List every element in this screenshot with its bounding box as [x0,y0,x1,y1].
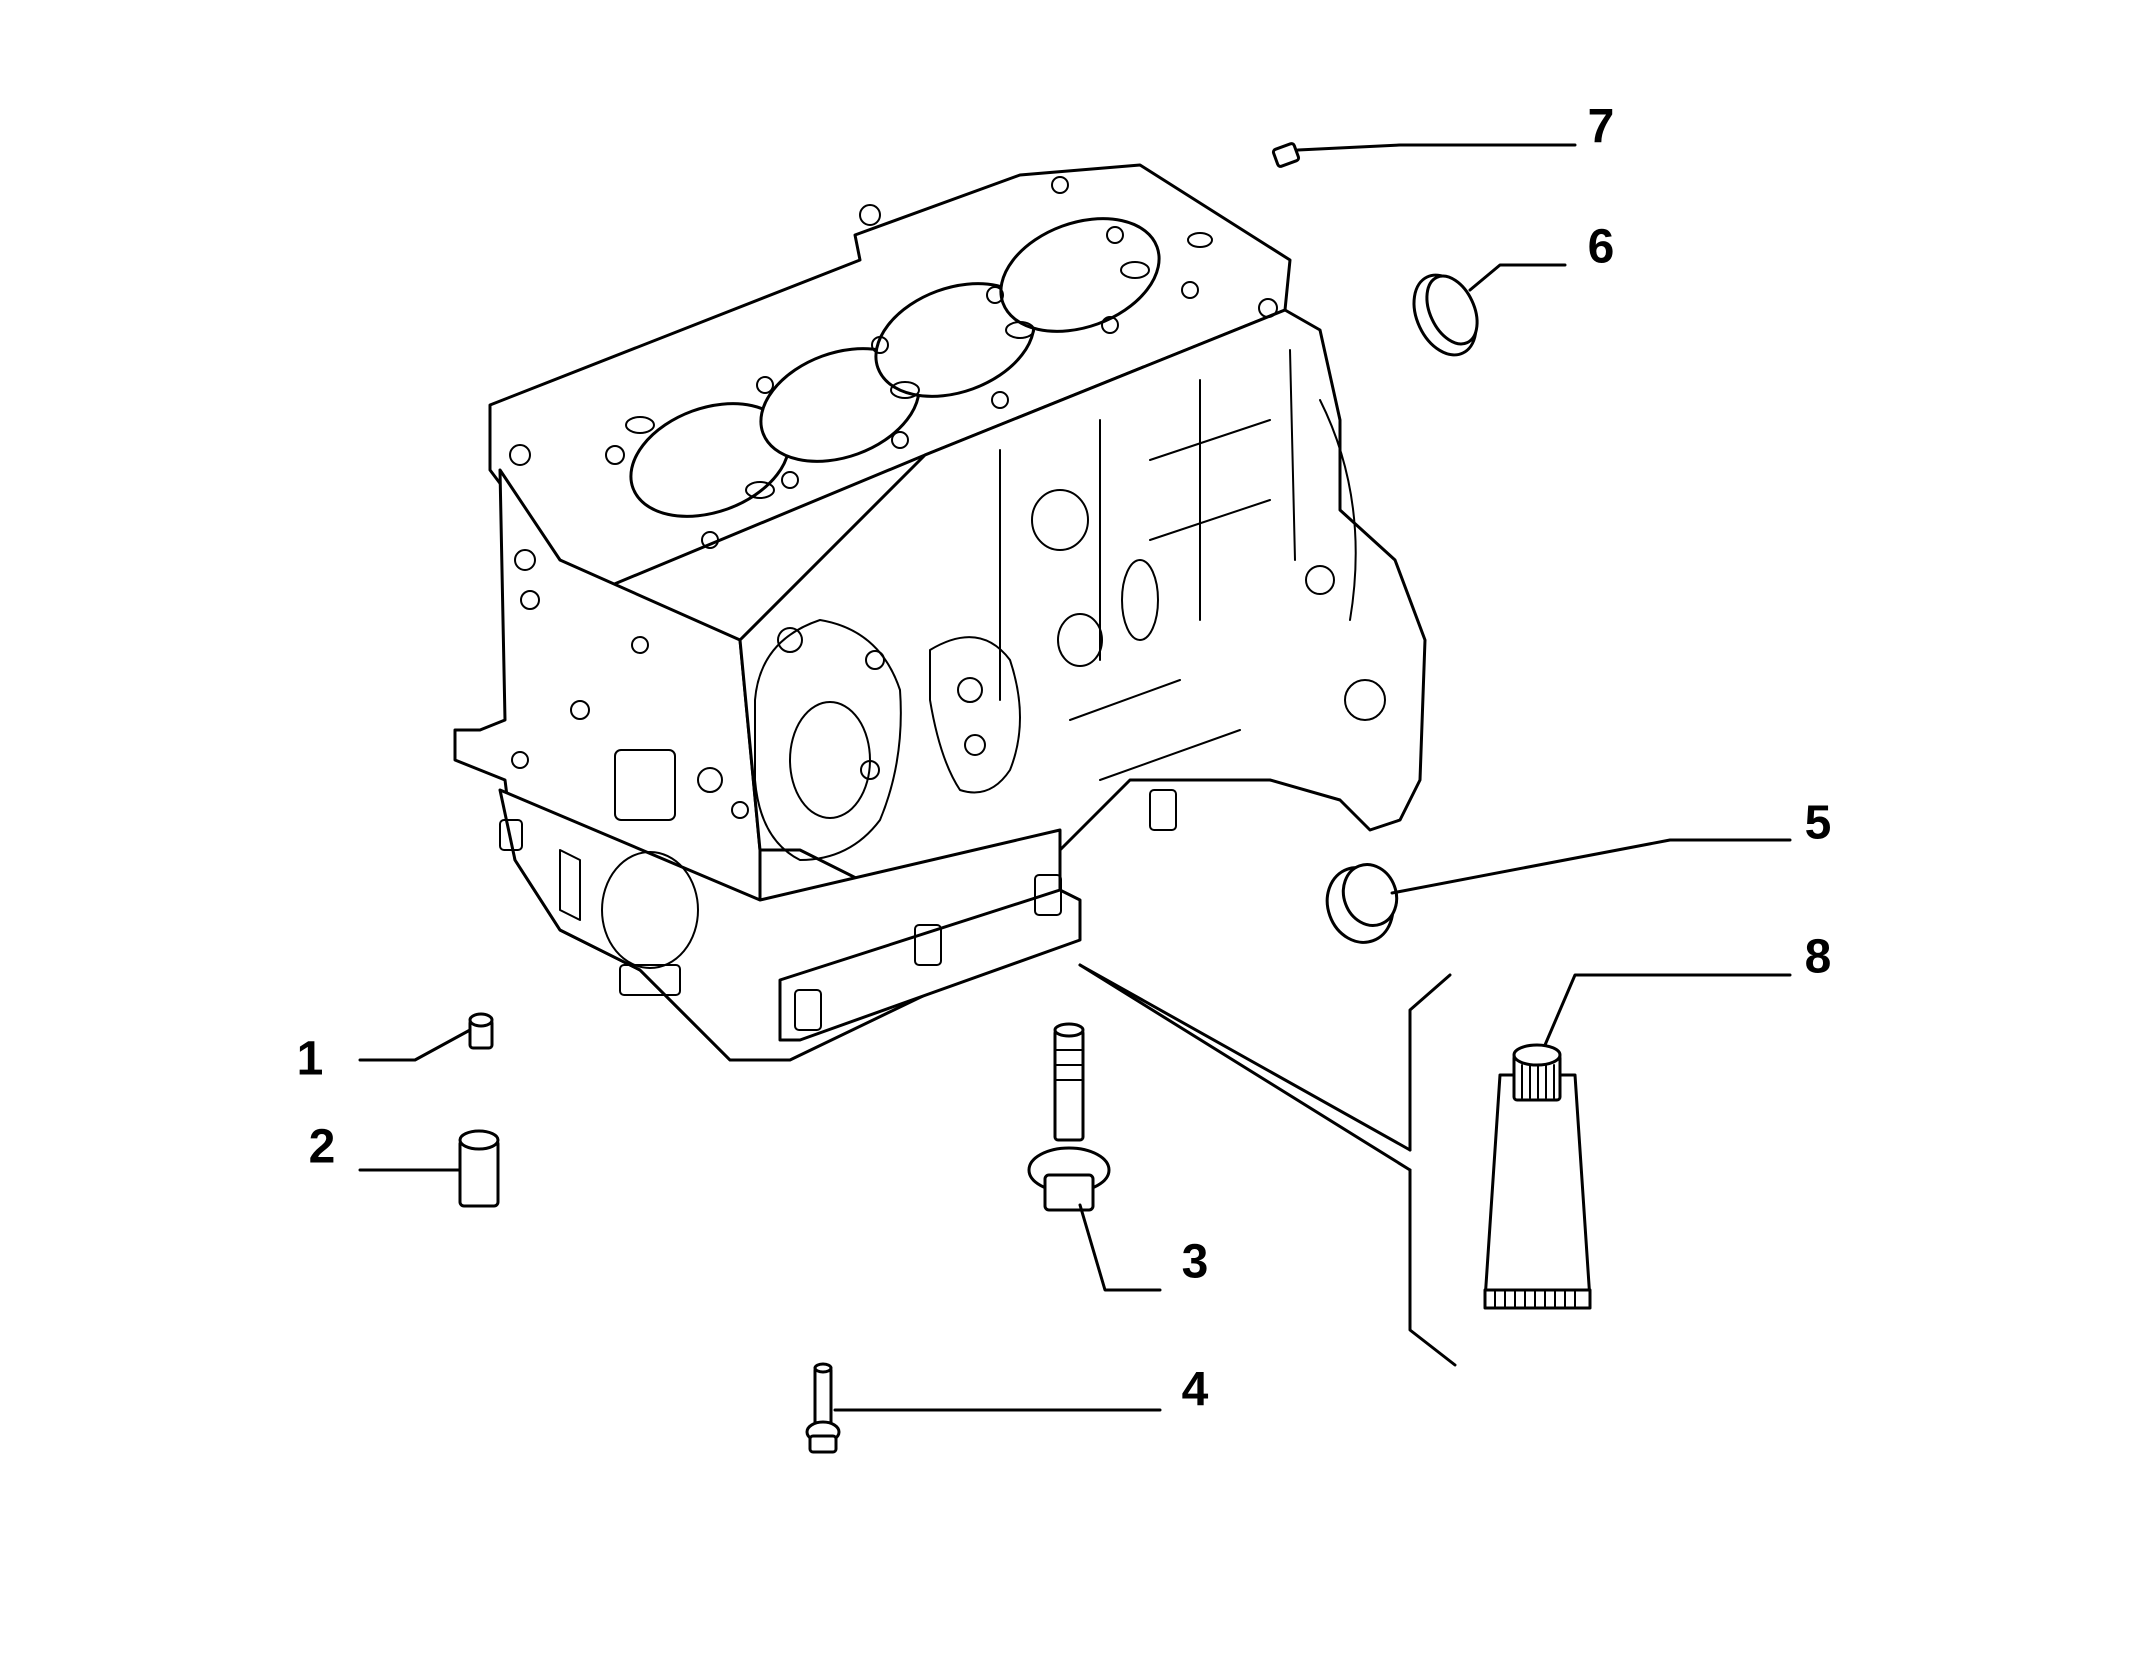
callout-7: 7 [1588,101,1615,154]
dowel-pin-small [468,1012,494,1050]
main-bearing-bolt [1027,1022,1111,1212]
engine-block [453,163,1427,1062]
callout-6: 6 [1588,221,1615,274]
sealant-tube [1483,1043,1592,1310]
expansion-plug-large [1325,863,1399,944]
callout-8: 8 [1805,931,1832,984]
callout-1: 1 [297,1033,324,1086]
small-plug [1271,142,1301,168]
bushing [458,1129,500,1208]
callout-2: 2 [309,1121,336,1174]
small-bolt [805,1362,841,1454]
group-bracket-lines [1078,963,1457,1367]
callout-4: 4 [1182,1364,1209,1417]
callout-5: 5 [1805,797,1832,850]
callout-3: 3 [1182,1236,1209,1289]
leader-lines [358,143,1792,1412]
cup-plug [1412,273,1479,357]
